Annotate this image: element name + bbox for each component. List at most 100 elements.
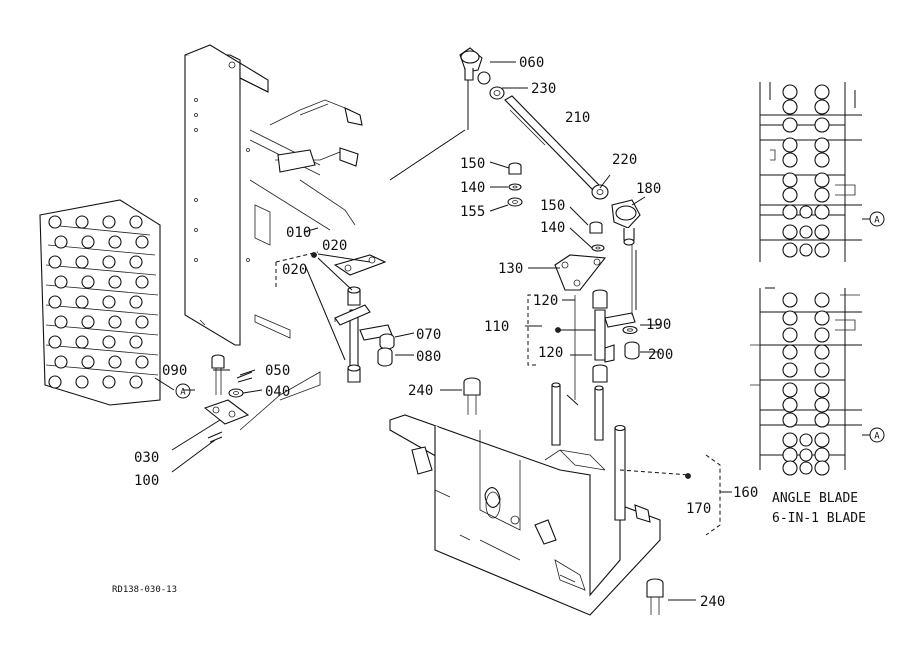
callout-070: 070 — [416, 327, 441, 343]
schematic-port — [814, 172, 830, 188]
schematic-port — [782, 84, 798, 100]
lever-pin-assembly — [333, 254, 393, 383]
pin-100 — [207, 431, 223, 443]
valve-knob — [54, 275, 68, 289]
callout-120-upper: 120 — [533, 293, 558, 309]
caption-6in1-blade: 6-IN-1 BLADE — [772, 511, 866, 526]
schematic-port — [799, 448, 813, 462]
drawing-code: RD138-030-13 — [112, 585, 177, 595]
schematic-port — [782, 412, 798, 428]
valve-knob — [129, 375, 143, 389]
nut-150-left — [508, 162, 522, 175]
schematic-port — [814, 224, 830, 240]
schematic-port — [782, 327, 798, 343]
schematic-port — [814, 397, 830, 413]
callout-130: 130 — [498, 261, 523, 277]
schematic-port — [799, 433, 813, 447]
callout-230: 230 — [531, 81, 556, 97]
callout-170: 170 — [686, 501, 711, 517]
valve-knob — [75, 255, 89, 269]
callout-200: 200 — [648, 347, 673, 363]
valve-knob — [135, 235, 149, 249]
valve-knob — [75, 375, 89, 389]
schematic-port — [814, 187, 830, 203]
leader-lines — [154, 61, 870, 601]
schematic-port — [782, 310, 798, 326]
nut-230 — [489, 86, 505, 100]
schematic-port — [799, 243, 813, 257]
valve-knob — [135, 275, 149, 289]
callout-100: 100 — [134, 473, 159, 489]
callout-180: 180 — [636, 181, 661, 197]
valve-knob — [102, 215, 116, 229]
schematic-port — [814, 204, 830, 220]
schematic-port — [782, 362, 798, 378]
ref-marker-a-left: A — [175, 383, 191, 399]
schematic-port — [799, 205, 813, 219]
valve-knob — [75, 335, 89, 349]
schematic-port — [782, 397, 798, 413]
callout-110: 110 — [484, 319, 509, 335]
valve-knob — [108, 315, 122, 329]
schematic-port — [782, 117, 798, 133]
valve-knob — [135, 315, 149, 329]
washer-140-right — [591, 244, 605, 252]
schematic-port — [814, 152, 830, 168]
bushing-070 — [379, 333, 395, 350]
callout-120-lower: 120 — [538, 345, 563, 361]
schematic-port — [799, 225, 813, 239]
schematic-port — [782, 447, 798, 463]
schematic-port — [782, 137, 798, 153]
callout-150-left: 150 — [460, 156, 485, 172]
nut-220 — [591, 184, 609, 200]
callout-040: 040 — [265, 384, 290, 400]
schematic-port — [814, 412, 830, 428]
schematic-port — [814, 137, 830, 153]
base-bracket — [389, 414, 661, 616]
callout-080: 080 — [416, 349, 441, 365]
linkage-rods — [269, 99, 363, 226]
schematic-port — [782, 99, 798, 115]
schematic-port — [814, 292, 830, 308]
callout-060: 060 — [519, 55, 544, 71]
valve-knob — [48, 215, 62, 229]
callout-labels: 060 230 210 220 180 150 140 155 150 140 … — [134, 55, 758, 610]
schematic-port — [782, 204, 798, 220]
reference-dots — [311, 252, 691, 479]
schematic-port — [782, 432, 798, 448]
schematic-port — [814, 117, 830, 133]
callout-020-lower: 020 — [282, 262, 307, 278]
mounting-plate — [184, 44, 331, 346]
valve-knob — [54, 235, 68, 249]
washer-190 — [622, 325, 638, 335]
schematic-port — [782, 242, 798, 258]
callout-090: 090 — [162, 363, 187, 379]
schematic-port — [814, 344, 830, 360]
schematic-port — [814, 460, 830, 476]
callout-030: 030 — [134, 450, 159, 466]
valve-knob — [129, 215, 143, 229]
bolt-090 — [211, 354, 225, 395]
ball-joint-060 — [459, 47, 491, 85]
callout-050: 050 — [265, 363, 290, 379]
schematic-port — [782, 382, 798, 398]
schematic-port — [799, 461, 813, 475]
washer-140-left — [508, 183, 522, 191]
plate-130 — [554, 254, 607, 291]
schematic-port — [814, 327, 830, 343]
schematic-port — [814, 99, 830, 115]
valve-knob — [102, 295, 116, 309]
valve-knob — [129, 295, 143, 309]
callout-010: 010 — [286, 225, 311, 241]
valve-knob — [75, 295, 89, 309]
shaft-assembly-110 — [574, 245, 636, 400]
schematic-port — [814, 432, 830, 448]
bushing-080 — [377, 347, 393, 367]
schematic-port — [814, 382, 830, 398]
schematic-port — [814, 242, 830, 258]
schematic-port — [814, 447, 830, 463]
schematic-port — [814, 84, 830, 100]
valve-knob — [48, 295, 62, 309]
valve-knob — [129, 255, 143, 269]
